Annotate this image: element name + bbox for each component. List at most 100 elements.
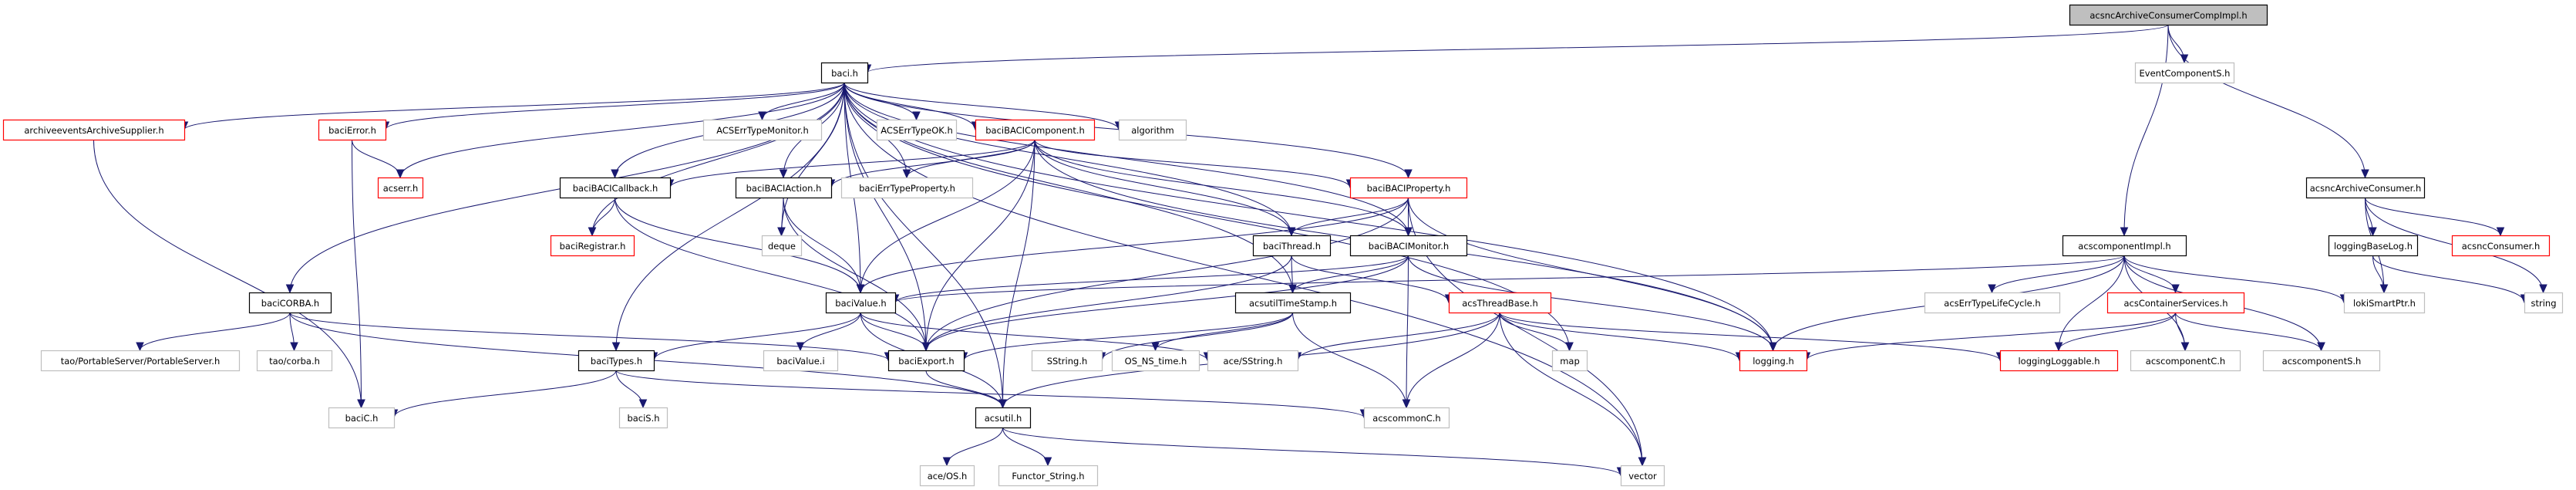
node-acsutil-h[interactable]: acsutil.h xyxy=(975,407,1032,429)
node-label: acscommonC.h xyxy=(1372,413,1440,424)
edge-baci-bacicallback-to-baci-value xyxy=(615,197,865,294)
edge-line xyxy=(184,82,845,130)
node-baci-baciaction-h[interactable]: baciBACIAction.h xyxy=(735,177,833,199)
node-label: acscomponentS.h xyxy=(2282,356,2362,367)
node-archiveevents-archive-supplier-h[interactable]: archiveeventsArchiveSupplier.h xyxy=(2,119,186,141)
edge-line xyxy=(615,370,1365,418)
node-label: string xyxy=(2531,298,2556,309)
node-acsnc-archive-consumer-comp-impl-h[interactable]: acsncArchiveConsumerCompImpl.h xyxy=(2069,4,2268,26)
node-label: SString.h xyxy=(1047,356,1088,367)
node-logging-base-log-h[interactable]: loggingBaseLog.h xyxy=(2328,235,2419,257)
node-box xyxy=(2451,235,2551,257)
edge-line xyxy=(1155,312,1293,351)
node-acs-container-services-h[interactable]: acsContainerServices.h xyxy=(2106,292,2245,314)
node-box xyxy=(2062,235,2187,257)
node-ace-sstring-h: ace/SString.h xyxy=(1207,350,1299,372)
edge-line xyxy=(1806,312,2176,361)
node-logging-h[interactable]: logging.h xyxy=(1739,350,1808,372)
node-deque: deque xyxy=(761,235,803,257)
node-acsnc-archive-consumer-h[interactable]: acsncArchiveConsumer.h xyxy=(2305,177,2426,199)
arrowhead-icon xyxy=(1151,342,1160,352)
node-label: acsThreadBase.h xyxy=(1462,298,1538,309)
node-baci-thread-h[interactable]: baciThread.h xyxy=(1252,235,1332,257)
arrowhead-icon xyxy=(1565,342,1574,352)
node-box xyxy=(559,177,672,199)
arrowhead-icon xyxy=(796,342,805,352)
node-label: logging.h xyxy=(1753,356,1794,367)
node-acs-thread-base-h[interactable]: acsThreadBase.h xyxy=(1448,292,1552,314)
edge-baci-baciproperty-to-baci-value xyxy=(856,197,1409,294)
node-baci-bacicallback-h[interactable]: baciBACICallback.h xyxy=(559,177,672,199)
node-label: acserr.h xyxy=(383,183,419,194)
node-baci-types-h[interactable]: baciTypes.h xyxy=(577,350,655,372)
node-box xyxy=(256,350,333,372)
node-box xyxy=(761,235,803,257)
arrowhead-icon xyxy=(1287,227,1296,237)
arrowhead-icon xyxy=(921,342,931,352)
node-baci-registrar-h[interactable]: baciRegistrar.h xyxy=(550,235,635,257)
node-baci-bacicomponent-h[interactable]: baciBACIComponent.h xyxy=(975,119,1096,141)
node-box xyxy=(618,407,668,429)
arrowhead-icon xyxy=(998,399,1007,409)
arrowhead-icon xyxy=(2120,227,2129,237)
node-label: baciCORBA.h xyxy=(261,298,319,309)
edge-acs-thread-base-to-logging xyxy=(1499,312,1744,362)
edge-acs-container-services-to-logging-loggable xyxy=(2054,312,2176,352)
edge-logging-base-log-to-loki-smart-ptr xyxy=(2372,255,2389,294)
arrowhead-icon xyxy=(1404,169,1413,179)
node-box xyxy=(1924,292,2061,314)
node-baci-export-h[interactable]: baciExport.h xyxy=(887,350,965,372)
edge-root-to-event-component-s xyxy=(2167,24,2189,64)
arrowhead-icon xyxy=(357,399,365,409)
node-acsnc-consumer-h[interactable]: acsncConsumer.h xyxy=(2451,235,2551,257)
node-box xyxy=(876,119,958,141)
edge-line xyxy=(615,370,644,408)
arrowhead-icon xyxy=(758,111,766,121)
edge-line xyxy=(1101,312,1293,361)
node-baci-bacimonitor-h[interactable]: baciBACIMonitor.h xyxy=(1349,235,1468,257)
node-box xyxy=(550,235,635,257)
arrowhead-icon xyxy=(777,227,786,237)
arrowhead-icon xyxy=(912,111,921,121)
node-loki-smart-ptr-h: lokiSmartPtr.h xyxy=(2343,292,2426,314)
arrowhead-icon xyxy=(2361,169,2369,179)
node-acscomponent-impl-h[interactable]: acscomponentImpl.h xyxy=(2062,235,2187,257)
edge-baci-bacicomponent-to-baci-err-type-property xyxy=(902,139,1035,179)
edge-acsutil-time-stamp-to-os-ns-time xyxy=(1151,312,1293,352)
node-baci-c-h: baciC.h xyxy=(328,407,396,429)
node-acsutil-time-stamp-h[interactable]: acsutilTimeStamp.h xyxy=(1234,292,1352,314)
node-box xyxy=(2106,292,2245,314)
node-baci-h[interactable]: baci.h xyxy=(820,62,869,84)
edge-line xyxy=(1034,139,1351,188)
edge-line xyxy=(925,139,1035,351)
node-baci-value-h[interactable]: baciValue.h xyxy=(825,292,897,314)
node-baci-error-h[interactable]: baciError.h xyxy=(318,119,387,141)
node-box xyxy=(998,465,1099,487)
node-label: baci.h xyxy=(831,68,858,79)
node-label: ACSErrTypeMonitor.h xyxy=(716,125,809,136)
edge-acs-thread-base-to-map xyxy=(1499,312,1574,352)
edge-line xyxy=(2123,255,2345,303)
node-label: acsContainerServices.h xyxy=(2124,298,2228,309)
arrowhead-icon xyxy=(1988,284,1996,294)
node-label: baciTypes.h xyxy=(591,356,642,367)
edge-line xyxy=(1034,139,1409,236)
node-label: baciBACIAction.h xyxy=(746,183,822,194)
edge-line xyxy=(860,197,1409,293)
node-baci-corba-h[interactable]: baciCORBA.h xyxy=(248,292,332,314)
edge-baci-bacicomponent-to-acsutil xyxy=(998,139,1035,409)
edge-baci-bacicomponent-to-baci-export xyxy=(921,139,1035,352)
edge-line xyxy=(669,139,1035,188)
edge-baci-bacicallback-to-baci-registrar xyxy=(588,197,615,237)
node-acserr-h[interactable]: acserr.h xyxy=(377,177,424,199)
node-baci-baciproperty-h[interactable]: baciBACIProperty.h xyxy=(1349,177,1468,199)
edge-baci-to-baci-bacimonitor xyxy=(844,82,1413,237)
node-box xyxy=(248,292,332,314)
arrowhead-icon xyxy=(588,227,597,237)
node-logging-loggable-h[interactable]: loggingLoggable.h xyxy=(1999,350,2119,372)
edge-baci-to-baci-types xyxy=(611,82,845,352)
node-acserr-type-ok-h: ACSErrTypeOK.h xyxy=(876,119,958,141)
edge-line xyxy=(2167,24,2366,178)
